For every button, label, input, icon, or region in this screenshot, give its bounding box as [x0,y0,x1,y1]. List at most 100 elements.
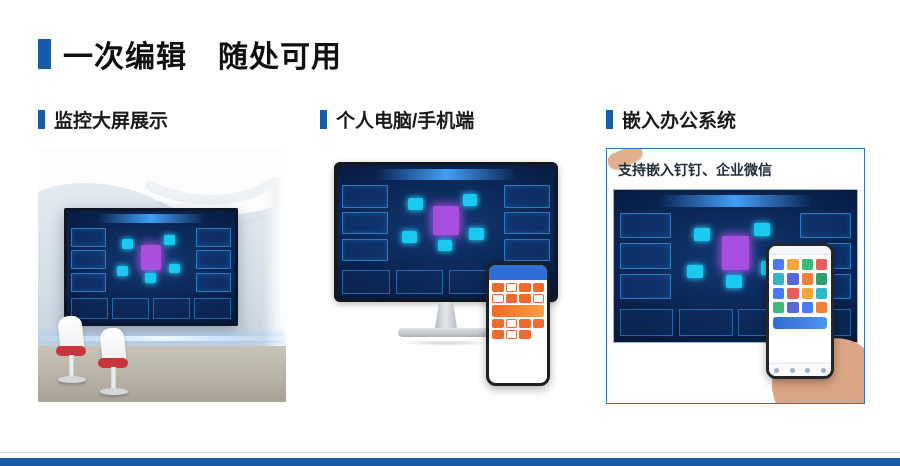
dashboard-widget [71,298,231,319]
dashboard-widget [163,235,176,246]
phone-app-grid [769,255,831,315]
dashboard-widget [117,265,129,276]
monitor-stand-neck [435,302,457,328]
dashboard-widget [71,227,107,292]
heading-accent-bar-icon [606,110,613,129]
heading-office-system: 嵌入办公系统 [606,106,736,133]
app-tile-icon [519,283,531,292]
app-tile-icon [801,287,813,299]
app-tile-icon [773,273,785,285]
app-tile-icon [492,283,504,292]
office-note-text: 支持嵌入钉钉、企业微信 [618,162,772,178]
control-room-photo [38,148,286,402]
dashboard-widget [462,193,478,206]
app-tile-icon [773,259,785,271]
app-tile-icon [505,294,517,303]
app-tile-icon [492,305,544,317]
app-tile-icon [492,319,504,328]
dashboard-widget [657,194,814,207]
dashboard-widget [195,227,231,292]
phone-banner [773,317,827,329]
chair-base [58,376,86,383]
dashboard-widget [620,308,851,336]
chair-pole [69,355,74,377]
dashboard-widget [620,212,672,300]
heading-big-screen-label: 监控大屏展示 [54,111,169,132]
dashboard-widget [721,236,750,270]
dashboard-widget [342,185,389,262]
big-screen-photo-panel [38,148,286,402]
app-tile-icon [532,319,544,328]
stool-chair [54,314,90,386]
dashboard-widget [112,298,150,319]
app-tile-icon [801,259,813,271]
app-tile-icon [492,330,504,339]
chair-pole [111,367,116,389]
dashboard-widget [195,272,231,292]
app-tile-icon [519,330,531,339]
dashboard-widget [342,185,389,208]
stool-chair [96,326,132,398]
app-tile-icon [787,259,799,271]
phone-app-header [489,265,547,280]
phone-app-grid [489,280,547,342]
nav-dot-icon [789,367,795,373]
nav-dot-icon [805,367,811,373]
dashboard-widget [193,298,231,319]
dashboard-widget [620,274,672,300]
dashboard-screenshot [67,211,235,323]
app-tile-icon [519,319,531,328]
page-title-row: 一次编辑 随处可用 [38,32,342,76]
dashboard-widget [503,212,550,235]
dashboard-widget [71,227,107,247]
bottom-divider [0,452,900,453]
app-tile-icon [801,301,813,313]
dashboard-widget [121,238,134,249]
heading-pc-mobile-label: 个人电脑/手机端 [336,111,475,132]
dashboard-widget [408,198,423,211]
dashboard-widget [342,239,389,262]
dashboard-widget [71,272,107,292]
dashboard-widget [342,212,389,235]
dashboard-widget [620,212,672,239]
app-tile-icon [815,287,827,299]
app-tile-icon [815,273,827,285]
dashboard-widget [394,185,499,259]
app-tile-icon [505,330,517,339]
app-tile-icon [815,259,827,271]
dashboard-widget [141,245,161,270]
chair-seat [56,346,86,356]
heading-accent-bar-icon [38,110,45,129]
dashboard-widget [433,205,459,236]
pc-mobile-panel [320,148,572,402]
app-tile-icon [787,301,799,313]
dashboard-widget [503,185,550,262]
wall-light-strip [38,336,286,341]
app-tile-icon [787,287,799,299]
dashboard-widget [754,222,771,237]
dashboard-widget [693,227,710,242]
office-system-panel: 支持嵌入钉钉、企业微信 [606,148,865,404]
app-tile-icon [801,273,813,285]
phone-bottom-nav [769,363,831,376]
dashboard-widget [799,212,851,239]
dashboard-widget [195,227,231,247]
heading-office-system-label: 嵌入办公系统 [622,111,737,132]
wall-panel [262,178,286,354]
dashboard-widget [111,228,192,290]
app-tile-icon [532,294,544,303]
dashboard-widget [195,250,231,270]
title-accent-bar-icon [38,39,51,69]
heading-big-screen: 监控大屏展示 [38,106,168,133]
dashboard-widget [437,239,453,252]
app-tile-icon [519,294,531,303]
app-tile-icon [815,301,827,313]
nav-dot-icon [774,367,780,373]
dashboard-widget [376,169,516,180]
smartphone [486,262,550,386]
page-title: 一次编辑 随处可用 [63,41,342,74]
app-tile-icon [505,319,517,328]
dashboard-widget [726,274,743,289]
chair-base [100,388,128,395]
dashboard-widget [153,298,190,319]
